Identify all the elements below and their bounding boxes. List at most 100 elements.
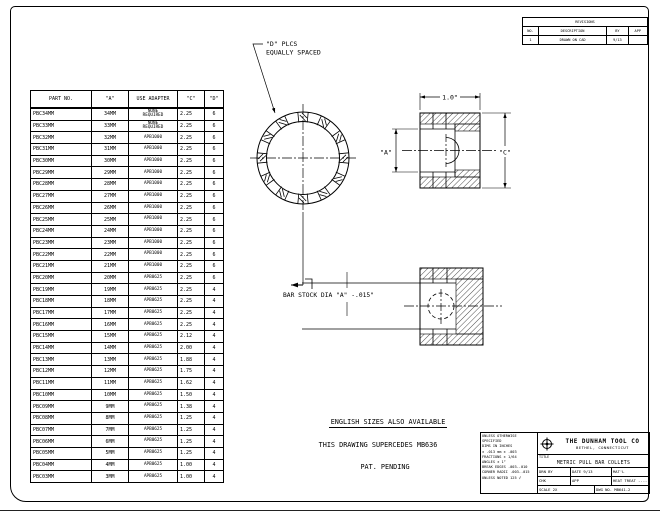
table-row: PBC16MM 16MM APB0625 2.25 4 [30,318,224,332]
fields-row-3: SCALE 2X DWG NO. MB641-2 [538,486,649,493]
d-count-cell: 6 [204,178,224,191]
d-count-cell: 4 [204,470,224,483]
field-chk: CHK [538,477,571,485]
field-heat-treat: HEAT TREAT ---- [613,478,648,484]
tolerance-note-line: BREAK EDGES .003-.010 [482,465,528,470]
field-dwg-no: DWG NO. MB641-2 [596,487,631,492]
adapter-cell: APB1000 [128,201,178,215]
adapter-cell: APB1000 [128,189,178,203]
a-dim-cell: 31MM [91,143,129,156]
slots-note-line2: EQUALLY SPACED [266,49,321,57]
header-d: "D" [204,90,224,109]
c-dim-cell: 2.25 [177,119,205,133]
table-row: PBC20MM 20MM APB0625 2.25 6 [30,271,224,285]
fields-row-1: DRN BY DATE 9/13 MAT'L [538,467,649,478]
d-count-cell: 4 [204,283,224,296]
dim-outer-label: "C" [499,149,511,157]
title-row: TITLE METRIC PULL BAR COLLETS [538,455,649,468]
table-row: PBC28MM 28MM APB1000 2.25 6 [30,178,224,191]
slots-note-line1: "D" PLCS [266,40,297,48]
d-count-cell: 4 [204,330,224,343]
parts-header-row: PART NO. "A" USE ADAPTER "C" "D" [30,90,224,109]
part-no-cell: PBC03MM [30,470,92,483]
company-name: THE DUNHAM TOOL CO [565,437,640,445]
company-logo-icon [538,437,556,451]
field-drn-by: DRN BY [538,467,571,477]
front-view [250,43,357,290]
title-label: TITLE [539,455,550,460]
d-count-cell: 6 [204,213,224,226]
table-row: PBC34MM 34MM NONE REQUIRED 2.25 6 [30,107,224,121]
tolerance-note-line: UNLESS NOTED 125 √ [482,475,521,480]
field-matl: MAT'L [613,468,625,474]
part-no-cell: PBC25MM [30,213,92,226]
part-no-cell: PBC33MM [30,119,92,133]
a-dim-cell: 30MM [91,154,129,168]
table-row: PBC10MM 10MM APB0625 1.50 4 [30,388,224,402]
company-row: THE DUNHAM TOOL CO BETHEL, CONNECTICUT [538,433,649,456]
tolerance-note-line: DIMS IN INCHES [482,444,513,449]
c-dim-cell: 2.25 [177,166,205,180]
tolerance-note-line: UNLESS OTHERWISE SPECIFIED [482,434,517,444]
table-row: PBC13MM 13MM APB0625 1.88 4 [30,353,224,367]
tolerance-note-line: ANGLES ± 1° [482,460,506,465]
bar-stock-note: BAR STOCK DIA "A" -.015" [283,292,374,299]
patent-note: PAT. PENDING [360,463,409,471]
d-count-cell: 6 [204,119,224,133]
supercedes-note: THIS DRAWING SUPERCEDES MB636 [319,441,438,449]
table-row: PBC25MM 25MM APB1000 2.25 6 [30,213,224,226]
table-row: PBC06MM 6MM APB0625 1.25 4 [30,435,224,448]
d-count-cell: 6 [204,143,224,156]
bar-stock-note-bg [281,289,405,299]
table-row: PBC33MM 33MM NONE REQUIRED 2.25 6 [30,119,224,133]
c-dim-cell: 2.25 [177,189,205,203]
dim-bore-bg [379,146,393,157]
part-no-cell: PBC27MM [30,189,92,203]
fields-row-2: CHK APP HEAT TREAT ---- [538,477,649,486]
part-no-cell: PBC28MM [30,178,92,191]
a-dim-cell: 26MM [91,201,129,215]
table-row: PBC32MM 32MM APB1000 2.25 6 [30,131,224,145]
d-count-cell: 6 [204,166,224,180]
revision-app [627,35,649,45]
table-row: PBC31MM 31MM APB1000 2.25 6 [30,143,224,156]
a-dim-cell: 3MM [91,470,129,483]
tolerance-note-line: ± .013 mm ± .003 [482,449,517,454]
field-app: APP [571,477,612,485]
dim-width-bg [440,91,460,102]
table-row: PBC22MM 22MM APB1000 2.25 6 [30,248,224,261]
adapter-cell: APB1000 [128,154,178,168]
d-count-cell: 6 [204,189,224,203]
part-no-cell: PBC23MM [30,236,92,250]
adapter-cell: APB1000 [128,236,178,250]
collet-slots [257,112,349,204]
d-count-cell: 6 [204,131,224,145]
table-row: PBC23MM 23MM APB1000 2.25 6 [30,236,224,250]
part-no-cell: PBC31MM [30,143,92,156]
part-no-cell: PBC26MM [30,201,92,215]
d-count-cell: 6 [204,236,224,250]
table-row: PBC30MM 30MM APB1000 2.25 6 [30,154,224,168]
table-row: PBC14MM 14MM APB0625 2.00 4 [30,341,224,355]
table-row: PBC29MM 29MM APB1000 2.25 6 [30,166,224,180]
drawing-title: METRIC PULL BAR COLLETS [556,460,631,466]
revision-row: 1 DRAWN ON CAD 9/13 [522,35,649,45]
field-scale: SCALE 2X [538,486,595,493]
part-no-cell: PBC34MM [30,107,92,121]
table-row: PBC03MM 3MM APB0625 1.00 4 [30,470,224,483]
table-row: PBC19MM 19MM APB0625 2.25 4 [30,283,224,296]
field-date: DATE 9/13 [571,467,612,477]
header-part-no: PART NO. [30,90,92,109]
d-count-cell: 4 [204,388,224,402]
tolerance-note-line: FRACTIONS ± 1/64 [482,454,517,459]
c-dim-cell: 2.25 [177,131,205,145]
d-count-cell: 6 [204,107,224,121]
tolerance-note-line: CORNER RADII .003-.015 [482,470,530,475]
slots-note-leader [252,43,276,114]
table-row: PBC15MM 15MM APB0625 2.12 4 [30,330,224,343]
parts-table: PART NO. "A" USE ADAPTER "C" "D" PBC34MM… [30,90,224,483]
dim-bore-label: "A" [380,149,392,157]
